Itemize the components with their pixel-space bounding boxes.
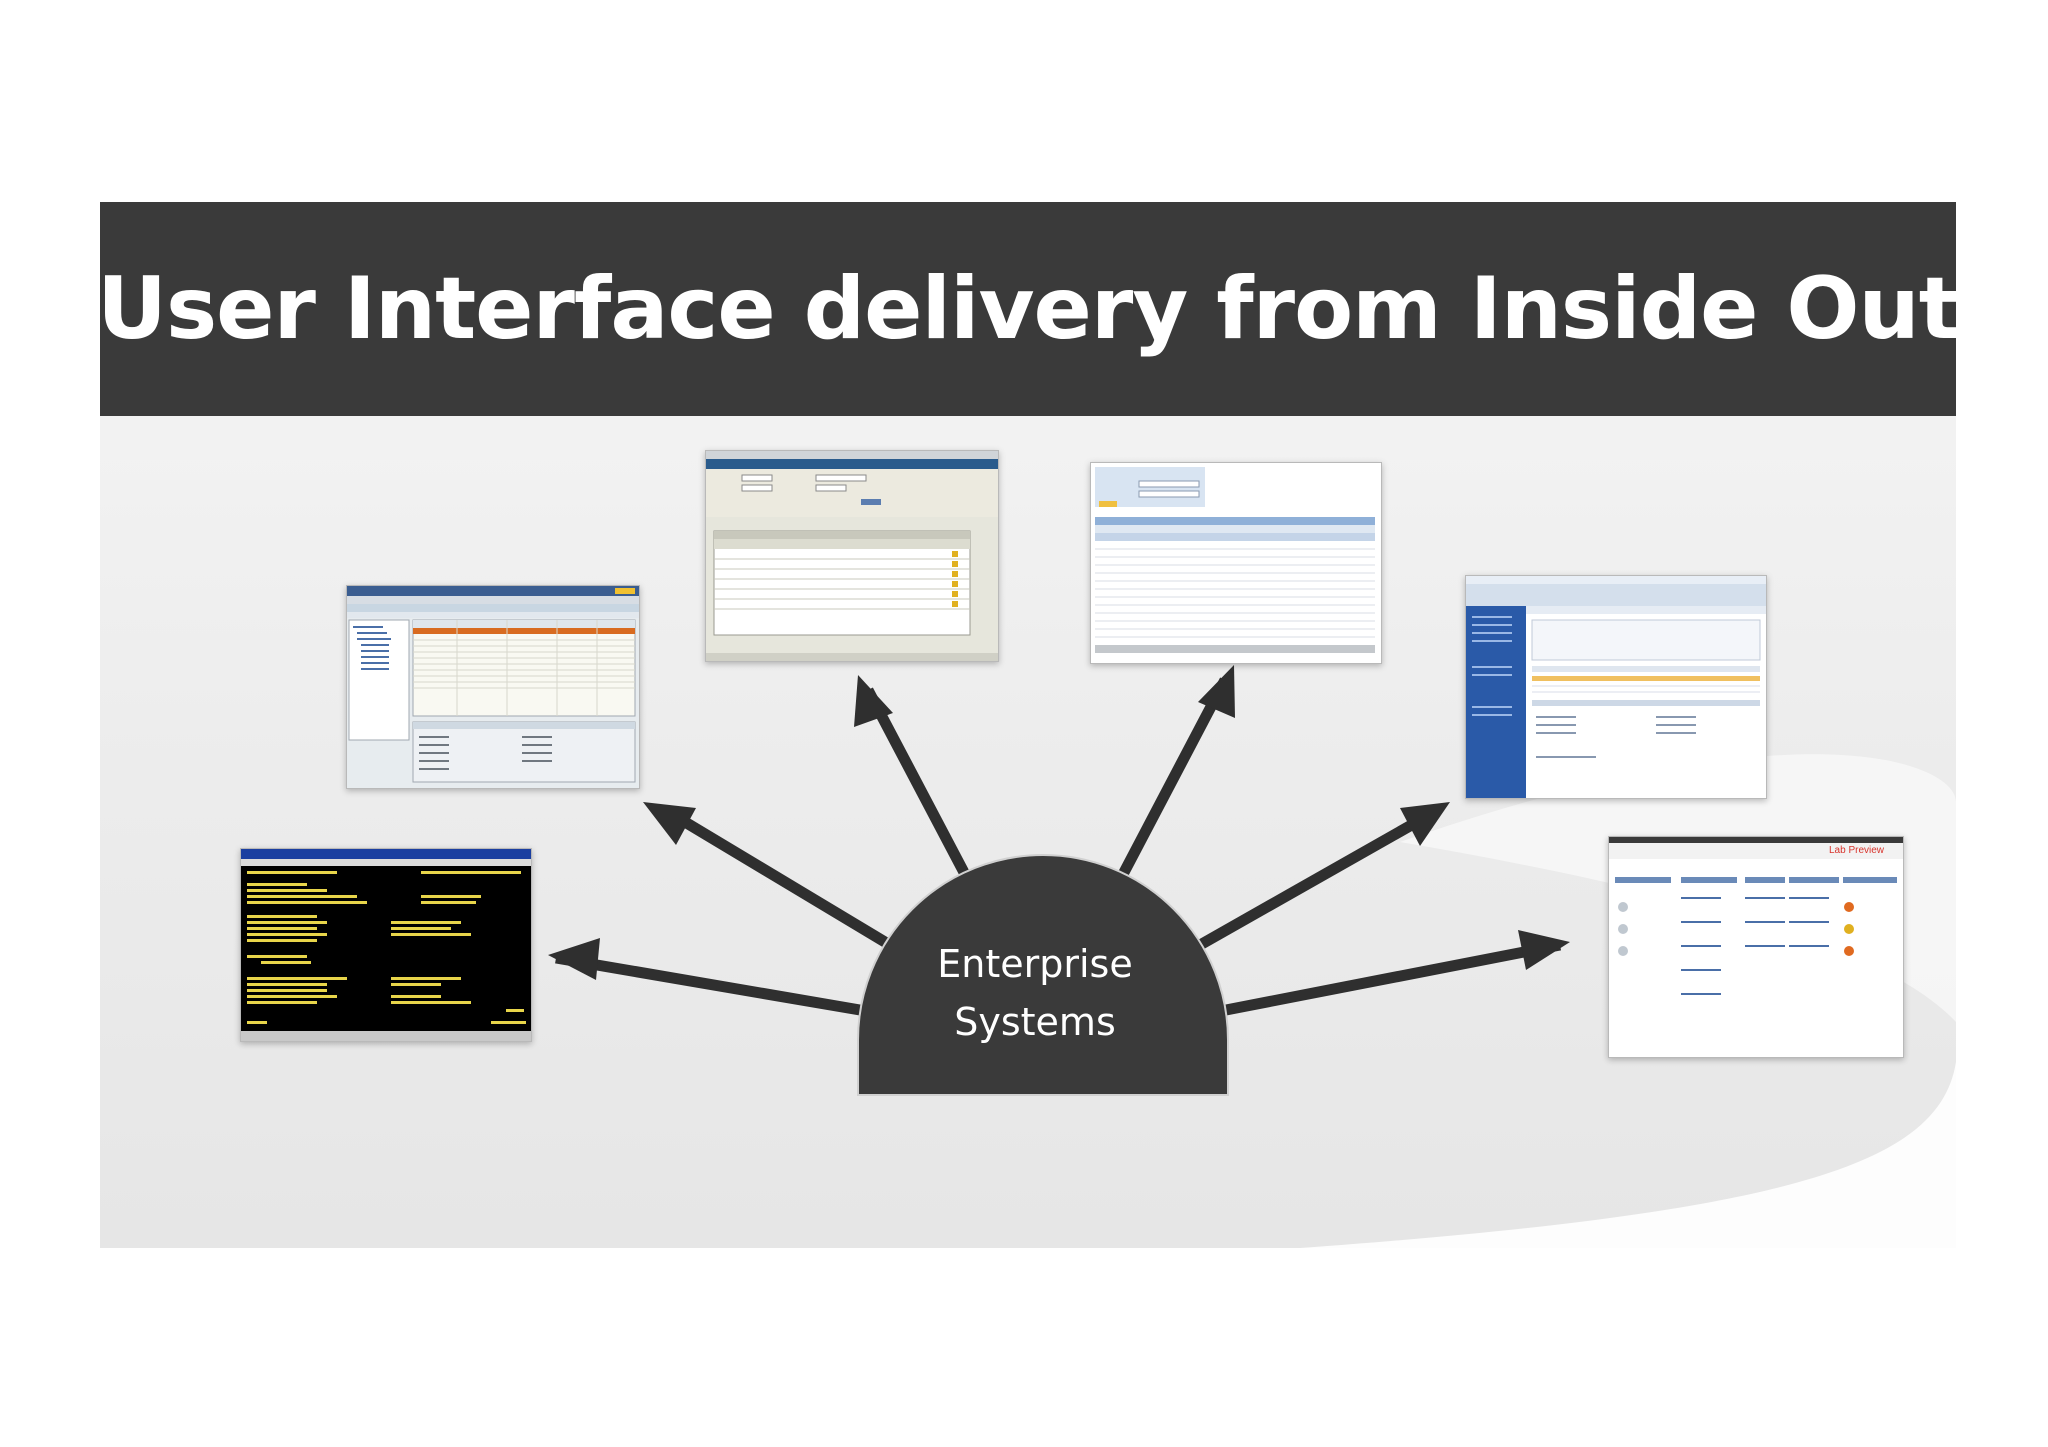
terminal-3270-screenshot: [240, 848, 532, 1042]
arrow-to-portal: [1200, 810, 1438, 945]
arrow-to-lab-preview: [1226, 945, 1560, 1010]
lab-preview-screenshot: Lab Preview: [1608, 836, 1904, 1058]
flight-selection-screenshot: [1090, 462, 1382, 664]
arrow-to-terminal: [556, 958, 860, 1010]
hub-label-line2: Systems: [860, 993, 1210, 1051]
arrow-to-web-attendance: [868, 690, 968, 880]
arrow-to-sapgui: [665, 810, 890, 945]
web-attendance-screenshot: [705, 450, 999, 662]
sapgui-classic-screenshot: [346, 585, 640, 789]
arrowhead-terminal: [548, 938, 600, 980]
lab-preview-label: Lab Preview: [1829, 845, 1884, 856]
portal-business-client-screenshot: [1465, 575, 1767, 799]
arrowhead-lab-preview: [1518, 930, 1570, 970]
arrow-to-flights: [1120, 680, 1225, 880]
hub-label: Enterprise Systems: [860, 935, 1210, 1051]
hub-label-line1: Enterprise: [860, 935, 1210, 993]
